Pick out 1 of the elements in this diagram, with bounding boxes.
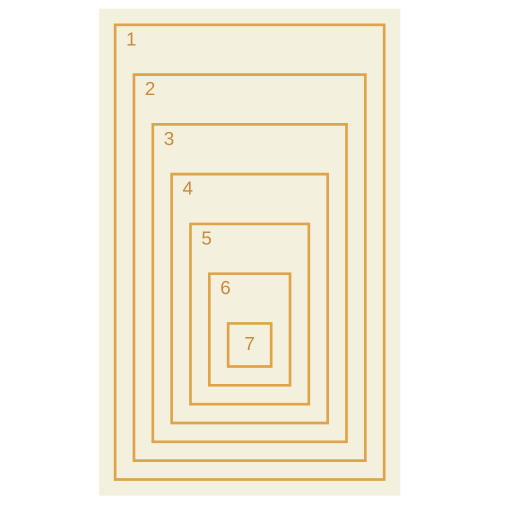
node-box: 7 [226,322,272,368]
